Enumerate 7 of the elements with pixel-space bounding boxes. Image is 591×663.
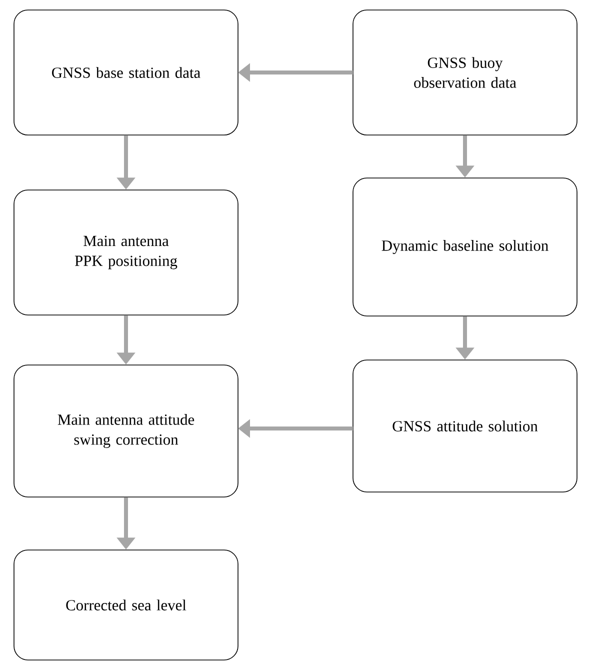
process-box: GNSS attitude solution bbox=[352, 360, 578, 492]
process-box: GNSS buoy observation data bbox=[352, 10, 578, 136]
process-box: Main antenna PPK positioning bbox=[14, 190, 238, 316]
process-box: Dynamic baseline solution bbox=[352, 178, 578, 316]
process-box: Corrected sea level bbox=[14, 550, 238, 660]
process-box: GNSS base station data bbox=[14, 10, 238, 136]
process-box: Main antenna attitude swing correction bbox=[14, 364, 238, 498]
